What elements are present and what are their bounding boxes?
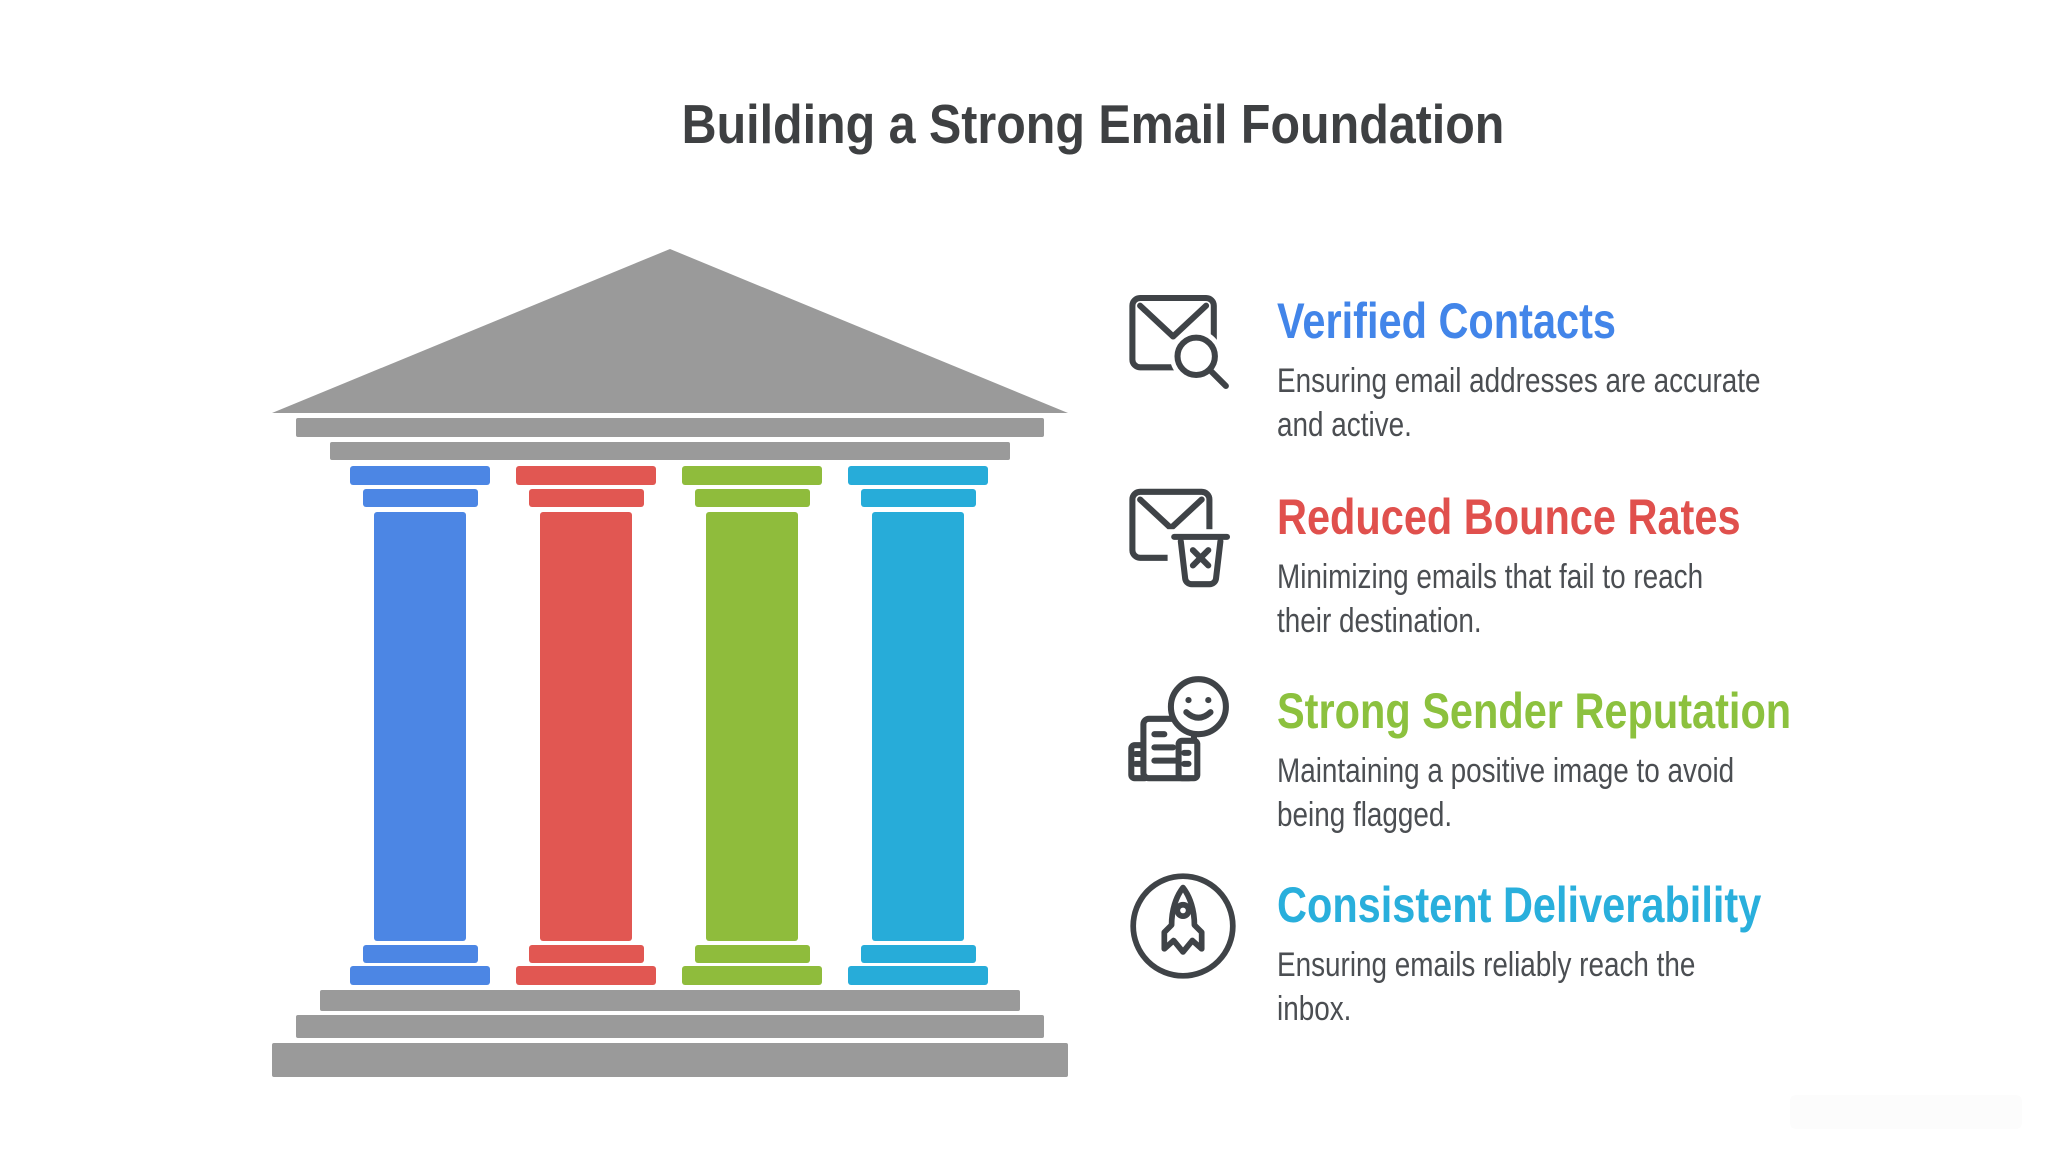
page-title: Building a Strong Email Foundation (681, 93, 1505, 155)
pillar-base-bottom (350, 966, 490, 985)
item-description-line: Maintaining a positive image to avoid (1277, 752, 1735, 790)
item-description: Minimizing emails that fail to reach the… (1277, 555, 1735, 643)
temple-step-top (320, 990, 1020, 1011)
pillar-reduced-bounce-rates (516, 466, 656, 985)
reputation-report-icon (1128, 676, 1238, 788)
watermark (1790, 1095, 2022, 1129)
temple-pediment (272, 249, 1068, 413)
pillar-base-mid (694, 945, 810, 963)
pillar-verified-contacts (350, 466, 490, 985)
mail-search-icon (1128, 286, 1238, 398)
legend-item-consistent-deliverability: Consistent Deliverability Ensuring email… (1128, 873, 1861, 1031)
item-description-line: Minimizing emails that fail to reach (1277, 558, 1704, 596)
legend-item-verified-contacts: Verified Contacts Ensuring email address… (1128, 294, 1867, 447)
pillar-strong-sender-reputation (682, 466, 822, 985)
pillar-base-mid (528, 945, 644, 963)
temple-step-bottom (272, 1043, 1068, 1077)
item-description-line: and active. (1277, 406, 1412, 444)
rocket-circle-icon (1128, 870, 1238, 982)
item-title: Strong Sender Reputation (1277, 683, 1792, 739)
temple-step-middle (296, 1015, 1044, 1038)
pillar-capital-top (848, 466, 988, 485)
pillar-capital-mid (860, 489, 976, 507)
pillar-capital-top (350, 466, 490, 485)
pillar-consistent-deliverability (848, 466, 988, 985)
mail-bounce-icon (1128, 482, 1238, 594)
item-title: Reduced Bounce Rates (1277, 489, 1741, 545)
legend-item-reduced-bounce-rates: Reduced Bounce Rates Minimizing emails t… (1128, 488, 1835, 643)
pillar-shaft (540, 512, 632, 941)
item-description-line: Ensuring email addresses are accurate (1277, 362, 1761, 400)
legend-item-strong-sender-reputation: Strong Sender Reputation Maintaining a p… (1128, 676, 1896, 837)
item-description: Ensuring emails reliably reach the inbox… (1277, 943, 1755, 1031)
item-description-line: their destination. (1277, 602, 1482, 640)
item-title: Verified Contacts (1277, 293, 1617, 349)
pillar-base-mid (362, 945, 478, 963)
pillar-capital-mid (694, 489, 810, 507)
item-title: Consistent Deliverability (1277, 877, 1762, 933)
item-description-line: inbox. (1277, 990, 1352, 1028)
item-description: Maintaining a positive image to avoid be… (1277, 749, 1785, 837)
temple-frieze-bar (330, 442, 1010, 460)
pillar-capital-mid (362, 489, 478, 507)
pillar-capital-top (516, 466, 656, 485)
pillar-shaft (872, 512, 964, 941)
pillar-base-bottom (682, 966, 822, 985)
item-description-line: Ensuring emails reliably reach the (1277, 946, 1696, 984)
pillar-base-bottom (848, 966, 988, 985)
pillar-shaft (374, 512, 466, 941)
item-description: Ensuring email addresses are accurate an… (1277, 359, 1761, 447)
pillar-shaft (706, 512, 798, 941)
pillar-base-mid (860, 945, 976, 963)
item-description-line: being flagged. (1277, 796, 1453, 834)
pillar-capital-mid (528, 489, 644, 507)
pillar-capital-top (682, 466, 822, 485)
pillar-base-bottom (516, 966, 656, 985)
temple-architrave-bar (296, 418, 1044, 437)
